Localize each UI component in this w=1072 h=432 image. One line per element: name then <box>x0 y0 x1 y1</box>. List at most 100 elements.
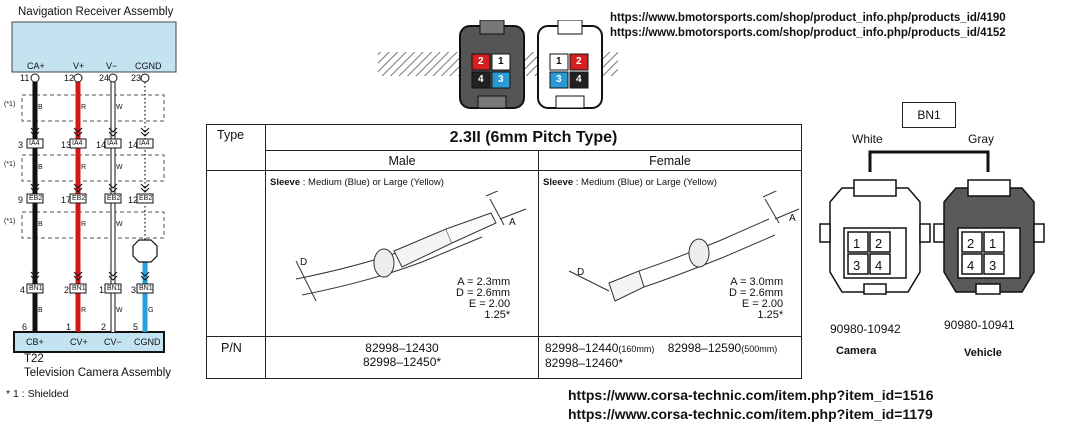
row3-box-label-4: BN1 <box>139 285 153 292</box>
white-pin-3: 3 <box>853 258 861 273</box>
bracket-line <box>868 150 990 172</box>
male-terminal-drawing <box>295 191 527 302</box>
white-part-number: 90980-10942 <box>830 322 901 336</box>
vehicle-role: Vehicle <box>964 347 1002 359</box>
female-pn-2: 82998–12590 <box>667 341 742 355</box>
wire-code-7: B <box>38 221 43 228</box>
female-pn-1-note: (160mm) <box>618 344 655 354</box>
top-left-pin-1: 2 <box>478 56 484 67</box>
female-letter-d: D <box>577 267 585 278</box>
gray-color-label: Gray <box>968 132 995 146</box>
male-dims: A = 2.3mm D = 2.6mm E = 2.00 1.25* <box>456 277 510 321</box>
bottom-pin-sig-2: CV+ <box>70 337 88 347</box>
gray-pin-3: 4 <box>967 258 975 273</box>
top-right-pin-3: 3 <box>556 74 562 85</box>
top-right-pin-4: 4 <box>576 74 582 85</box>
shield-mark-2: (*1) <box>4 161 16 168</box>
connector-chevrons <box>30 127 150 281</box>
bottom-pin-sig-1: CB+ <box>26 337 44 347</box>
row1-num-3: 14 <box>96 140 107 150</box>
row2-num-1: 9 <box>18 195 24 205</box>
top-connectors-illustration <box>378 20 618 109</box>
male-sleeve-label: Sleeve <box>270 177 301 188</box>
wire-code-13: G <box>148 307 154 314</box>
connector-boxes <box>26 138 154 294</box>
female-pn-2-note: (500mm) <box>741 344 778 354</box>
female-letter-a: A <box>789 213 796 224</box>
terminal-spec-table: Type 2.3II (6mm Pitch Type) Male Female … <box>206 124 802 379</box>
url-top-1[interactable]: https://www.bmotorsports.com/shop/produc… <box>610 12 1006 24</box>
male-dim-a: A = 2.3mm <box>457 276 511 288</box>
female-header: Female <box>538 150 802 171</box>
top-left-pin-3: 4 <box>478 74 484 85</box>
male-sleeve-text: : Medium (Blue) or Large (Yellow) <box>302 177 444 188</box>
white-connector <box>819 179 931 295</box>
right-connectors-illustration <box>819 150 1045 295</box>
female-pn-1: 82998–12440 <box>545 341 619 355</box>
male-pn-1: 82998–12430 <box>365 341 439 355</box>
wire-code-4: B <box>38 164 43 171</box>
pin-num-1: 11 <box>20 73 30 83</box>
shield-box-2 <box>21 154 165 182</box>
row3-num-1: 4 <box>20 285 26 295</box>
row2-num-4: 12 <box>128 195 139 205</box>
female-drawing-cell: Sleeve : Medium (Blue) or Large (Yellow)… <box>538 170 802 337</box>
row1-box-label-3: IA4 <box>107 140 118 147</box>
pin-num-2: 12 <box>64 73 75 83</box>
female-dim-e: E = 2.00 <box>741 298 784 310</box>
row3-num-4: 3 <box>131 285 137 295</box>
row2-box-label-2: EB2 <box>72 195 86 202</box>
row1-box-label-4: IA4 <box>139 140 150 147</box>
wire-code-3: W <box>116 104 123 111</box>
pin-sig-2: V+ <box>73 61 85 71</box>
male-header: Male <box>265 150 539 171</box>
bottom-pin-num-2: 1 <box>66 322 72 332</box>
shield-box-3 <box>21 211 165 239</box>
row3-box-label-1: BN1 <box>29 285 43 292</box>
gray-pin-4: 3 <box>989 258 997 273</box>
female-dims: A = 3.0mm D = 2.6mm E = 2.00 1.25* <box>729 277 783 321</box>
row3-num-3: 1 <box>99 285 105 295</box>
male-letter-d: D <box>300 257 308 268</box>
white-pin-1: 1 <box>853 236 861 251</box>
pin-sig-1: CA+ <box>27 61 45 71</box>
bottom-pin-sig-3: CV− <box>104 337 122 347</box>
shield-box-1 <box>21 94 165 122</box>
shield-mark-1: (*1) <box>4 101 16 108</box>
bottom-pin-num-1: 6 <box>22 322 28 332</box>
white-pin-2: 2 <box>875 236 883 251</box>
female-sleeve-text: : Medium (Blue) or Large (Yellow) <box>575 177 717 188</box>
male-letter-a: A <box>509 217 516 228</box>
url-bottom-1[interactable]: https://www.corsa-technic.com/item.php?i… <box>568 387 934 403</box>
shield-mark-3: (*1) <box>4 218 16 225</box>
row1-box-label-1: IA4 <box>29 140 40 147</box>
female-sleeve: Sleeve : Medium (Blue) or Large (Yellow) <box>543 177 717 188</box>
wire-code-9: W <box>116 221 123 228</box>
url-top-2[interactable]: https://www.bmotorsports.com/shop/produc… <box>610 27 1006 39</box>
camera-block <box>13 331 165 353</box>
male-dim-d: D = 2.6mm <box>456 287 511 299</box>
wire-code-11: R <box>81 307 87 314</box>
bottom-pin-num-3: 2 <box>101 322 107 332</box>
male-drawing-cell: Sleeve : Medium (Blue) or Large (Yellow)… <box>265 170 539 337</box>
shield-ground-octagon <box>132 239 158 263</box>
type-value: 2.3II (6mm Pitch Type) <box>265 124 802 151</box>
left-dark-connector <box>459 20 525 109</box>
wire-code-2: R <box>81 104 87 111</box>
wire-code-5: R <box>81 164 87 171</box>
female-dim-e2: 1.25* <box>757 309 784 321</box>
top-right-pin-2: 2 <box>576 56 582 67</box>
row2-box-label-3: EB2 <box>107 195 121 202</box>
footnote: * 1 : Shielded <box>6 388 69 400</box>
right-white-connector <box>537 20 603 109</box>
row1-num-4: 14 <box>128 140 139 150</box>
drawing-row-label <box>206 170 266 337</box>
male-pn-2: 82998–12450* <box>362 355 442 369</box>
white-color-label: White <box>852 132 883 146</box>
row3-num-2: 2 <box>64 285 70 295</box>
male-dim-e: E = 2.00 <box>468 298 511 310</box>
wire-code-12: W <box>116 307 123 314</box>
receiver-block <box>11 21 177 73</box>
bottom-pin-num-4: 5 <box>133 322 139 332</box>
url-bottom-2[interactable]: https://www.corsa-technic.com/item.php?i… <box>568 406 933 422</box>
